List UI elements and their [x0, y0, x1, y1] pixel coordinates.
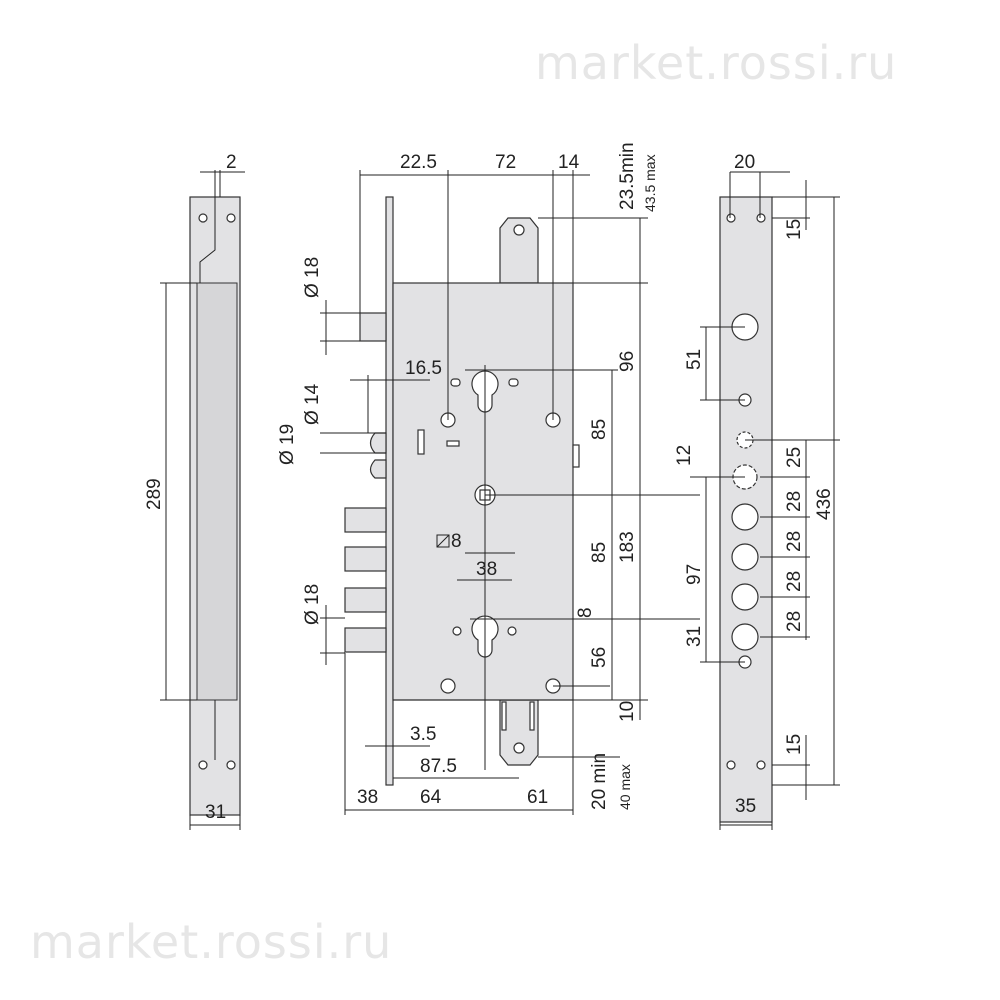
dim-56: 56 [589, 647, 610, 668]
dim-28-c: 28 [784, 571, 805, 592]
bolt [344, 587, 387, 613]
dim-side-top: 2 [226, 152, 237, 173]
dim-square-8: 8 [451, 531, 462, 552]
screw-hole-icon [198, 760, 208, 770]
screw-hole-icon [198, 213, 208, 223]
dim-97: 97 [684, 564, 705, 585]
screw-hole-icon [226, 213, 236, 223]
side-view: 2 289 31 [144, 152, 245, 830]
side-case [196, 282, 238, 701]
bolt [344, 507, 387, 533]
dim-diam-18-bottom: Ø 18 [302, 584, 323, 625]
dim-side-height: 289 [144, 478, 165, 510]
dim-28-d: 28 [784, 611, 805, 632]
latch [369, 432, 387, 454]
dim-15-top: 15 [784, 219, 805, 240]
dim-61: 61 [527, 787, 548, 808]
dim-85-top: 85 [589, 419, 610, 440]
faceplate-edge [385, 196, 394, 786]
watermark-bottom: market.rossi.ru [30, 915, 393, 969]
dim-64: 64 [420, 787, 442, 808]
dim-40-max: 40 max [617, 764, 633, 810]
dim-28-b: 28 [784, 531, 805, 552]
screw-hole-icon [226, 760, 236, 770]
dim-side-width: 31 [205, 802, 226, 823]
dim-12: 12 [674, 445, 695, 466]
dim-38-bottom: 38 [357, 787, 378, 808]
dim-14: 14 [558, 152, 580, 173]
dim-diam-19: Ø 19 [277, 424, 298, 465]
dim-38: 38 [476, 559, 497, 580]
bolt [344, 546, 387, 572]
dim-72: 72 [495, 152, 516, 173]
bolt [344, 627, 387, 653]
dim-23-5-min: 23.5min [617, 142, 638, 210]
dim-16-5: 16.5 [405, 358, 442, 379]
dim-20: 20 [734, 152, 755, 173]
dim-183: 183 [617, 531, 638, 563]
dim-8: 8 [575, 607, 596, 618]
dim-15-bottom: 15 [784, 734, 805, 755]
front-view: 22.5 72 14 23.5min 43.5 max Ø 18 16.5 Ø … [277, 142, 700, 815]
dim-51: 51 [684, 349, 705, 370]
dim-35: 35 [735, 796, 756, 817]
dim-436: 436 [814, 488, 835, 520]
dim-87-5: 87.5 [420, 756, 457, 777]
dim-22-5: 22.5 [400, 152, 437, 173]
dim-96: 96 [617, 351, 638, 372]
faceplate-view: 20 15 51 12 97 31 25 28 28 28 28 436 15 … [674, 152, 840, 830]
dim-diam-18-top: Ø 18 [302, 257, 323, 298]
dim-31: 31 [684, 626, 705, 647]
dim-20-min: 20 min [589, 753, 610, 810]
dim-43-5-max: 43.5 max [642, 154, 658, 212]
dim-3-5: 3.5 [410, 724, 436, 745]
deadbolt [359, 312, 387, 342]
dim-25: 25 [784, 447, 805, 468]
dim-diam-14: Ø 14 [302, 383, 323, 425]
dim-85-bottom: 85 [589, 542, 610, 563]
dim-10: 10 [617, 701, 638, 722]
dim-28-a: 28 [784, 491, 805, 512]
latch-2 [369, 459, 387, 479]
watermark-top: market.rossi.ru [535, 36, 898, 90]
